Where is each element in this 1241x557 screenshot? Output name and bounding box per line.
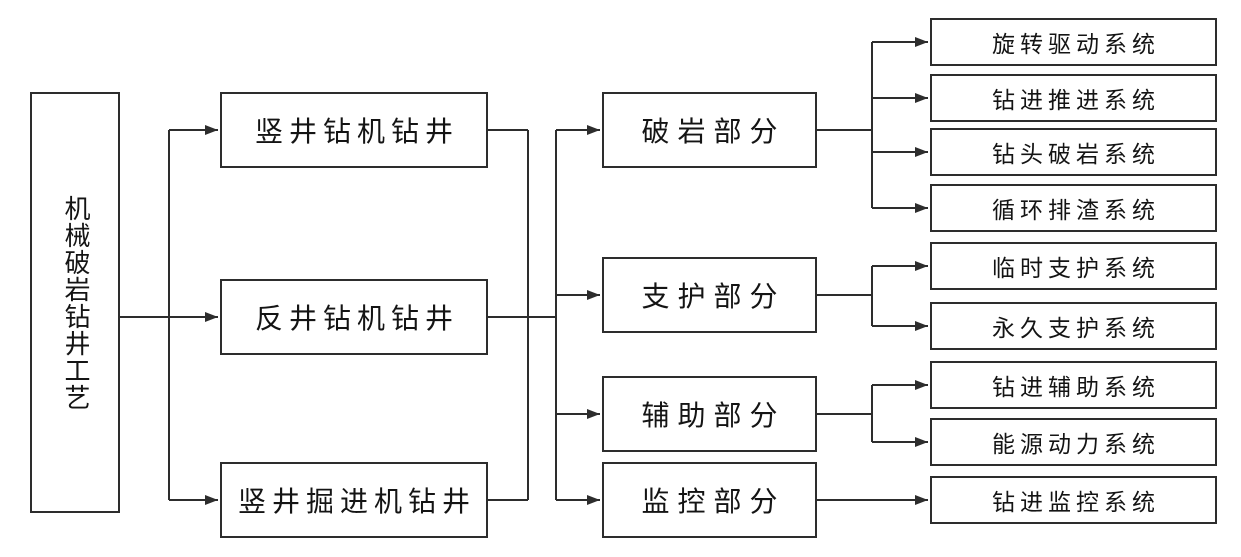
node-label: 钻进辅助系统: [992, 375, 1160, 401]
node-drilling-thrust-system: 钻进推进系统: [930, 74, 1217, 122]
node-bit-rock-breaking-system: 钻头破岩系统: [930, 128, 1217, 176]
node-label: 能源动力系统: [992, 432, 1160, 458]
node-label: 竖井钻机钻井: [254, 115, 459, 148]
node-label: 钻头破岩系统: [992, 142, 1160, 168]
node-label: 旋转驱动系统: [992, 32, 1160, 58]
node-label: 竖井掘进机钻井: [237, 485, 476, 518]
node-monitoring-section: 监控部分: [602, 462, 817, 538]
node-root-label: 机械破岩钻井工艺: [60, 194, 90, 411]
node-mechanical-rock-breaking-drilling-process: 机械破岩钻井工艺: [30, 92, 120, 513]
node-temporary-support-system: 临时支护系统: [930, 242, 1217, 290]
node-rotary-drive-system: 旋转驱动系统: [930, 18, 1217, 66]
node-label: 支护部分: [641, 280, 786, 313]
node-label: 反井钻机钻井: [254, 302, 459, 335]
node-auxiliary-section: 辅助部分: [602, 376, 817, 452]
node-label: 钻进推进系统: [992, 88, 1160, 114]
node-energy-power-system: 能源动力系统: [930, 418, 1217, 466]
node-support-section: 支护部分: [602, 257, 817, 333]
node-label: 钻进监控系统: [992, 490, 1160, 516]
node-shaft-drilling-rig: 竖井钻机钻井: [220, 92, 488, 168]
node-shaft-boring-machine: 竖井掘进机钻井: [220, 462, 488, 538]
node-rock-breaking-section: 破岩部分: [602, 92, 817, 168]
node-label: 辅助部分: [641, 399, 786, 432]
node-drilling-auxiliary-system: 钻进辅助系统: [930, 361, 1217, 409]
node-permanent-support-system: 永久支护系统: [930, 302, 1217, 350]
node-drilling-monitoring-system: 钻进监控系统: [930, 476, 1217, 524]
node-label: 临时支护系统: [992, 256, 1160, 282]
node-label: 永久支护系统: [992, 316, 1160, 342]
node-raise-boring-machine: 反井钻机钻井: [220, 279, 488, 355]
node-label: 监控部分: [641, 485, 786, 518]
node-label: 循环排渣系统: [992, 198, 1160, 224]
node-circulation-slag-removal-system: 循环排渣系统: [930, 184, 1217, 232]
node-label: 破岩部分: [641, 115, 786, 148]
